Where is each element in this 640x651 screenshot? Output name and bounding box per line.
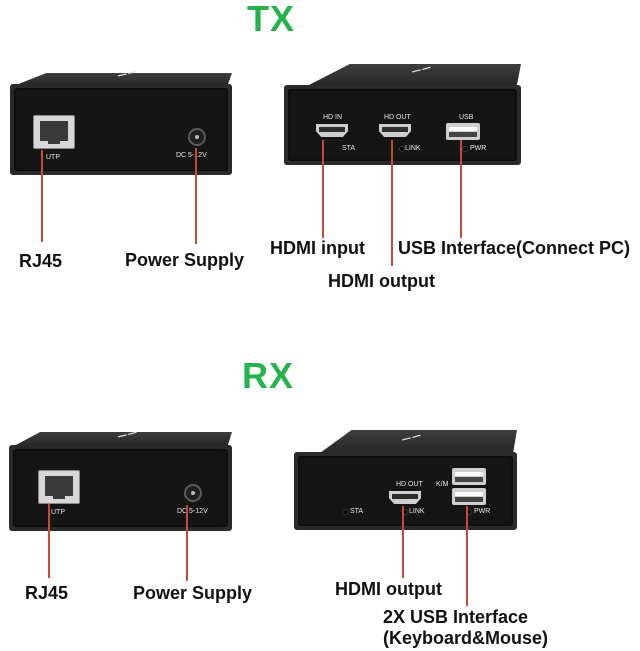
rx-usb-callout-line1: 2X USB Interface [383,607,529,627]
tx-usb-label: USB [459,114,474,121]
tx-usb-callout: USB Interface(Connect PC) [398,238,631,258]
rx-power-callout: Power Supply [133,583,253,603]
tx-hdmi-out-label: HD OUT [384,114,411,121]
rx-hdmi-out-leader [402,506,404,578]
rx-pwr-label: PWR [474,508,491,515]
tx-dc-port [188,128,206,146]
tx-utp-label: UTP [46,154,60,161]
rx-dc-label: DC 5-12V [177,508,208,515]
tx-rj45-port [33,115,75,149]
tx-title: TX [247,0,296,39]
tx-pwr-led [462,146,468,152]
rx-usb-port-bottom [452,488,486,505]
tx-rj45-leader [41,150,43,242]
rx-rj45-leader [48,504,50,578]
tx-rj45-callout: RJ45 [19,251,63,271]
tx-hdmi-output-callout: HDMI output [328,271,435,291]
tx-hdmi-in-leader [322,140,324,238]
rx-hdmi-out-port [389,491,421,504]
rx-title: RX [242,355,295,396]
rx-dc-port [184,484,202,502]
tx-hdmi-input-callout: HDMI input [270,238,365,258]
tx-link-label: LINK [405,145,421,152]
tx-pwr-label: PWR [470,145,487,152]
rx-sta-led [342,509,348,515]
rx-hdmi-out-label: HD OUT [396,481,423,488]
tx-sta-label: STA [342,145,356,152]
tx-usb-port [446,123,480,140]
rx-hdmi-output-callout: HDMI output [335,579,442,599]
tx-power-callout: Power Supply [125,250,245,270]
rx-rj45-callout: RJ45 [25,583,69,603]
rx-utp-label: UTP [51,509,65,516]
tx-power-leader [195,148,197,244]
rx-rj45-port [38,470,80,504]
rx-power-leader [186,505,188,581]
rx-sta-label: STA [350,508,364,515]
rx-km-label: K/M [436,481,449,488]
tx-link-led [399,146,405,152]
rx-link-label: LINK [409,508,425,515]
tx-hdmi-in-port [316,124,348,137]
tx-dc-label: DC 5-12V [176,152,207,159]
tx-hdmi-out-port [379,124,411,137]
tx-hdmi-in-label: HD IN [323,114,343,121]
rx-usb-callout-line2: (Keyboard&Mouse) [383,628,549,648]
tx-hdmi-out-leader [391,140,393,266]
rx-usb-leader [466,506,468,606]
rx-usb-port-top [452,468,486,485]
tx-usb-leader [460,140,462,238]
